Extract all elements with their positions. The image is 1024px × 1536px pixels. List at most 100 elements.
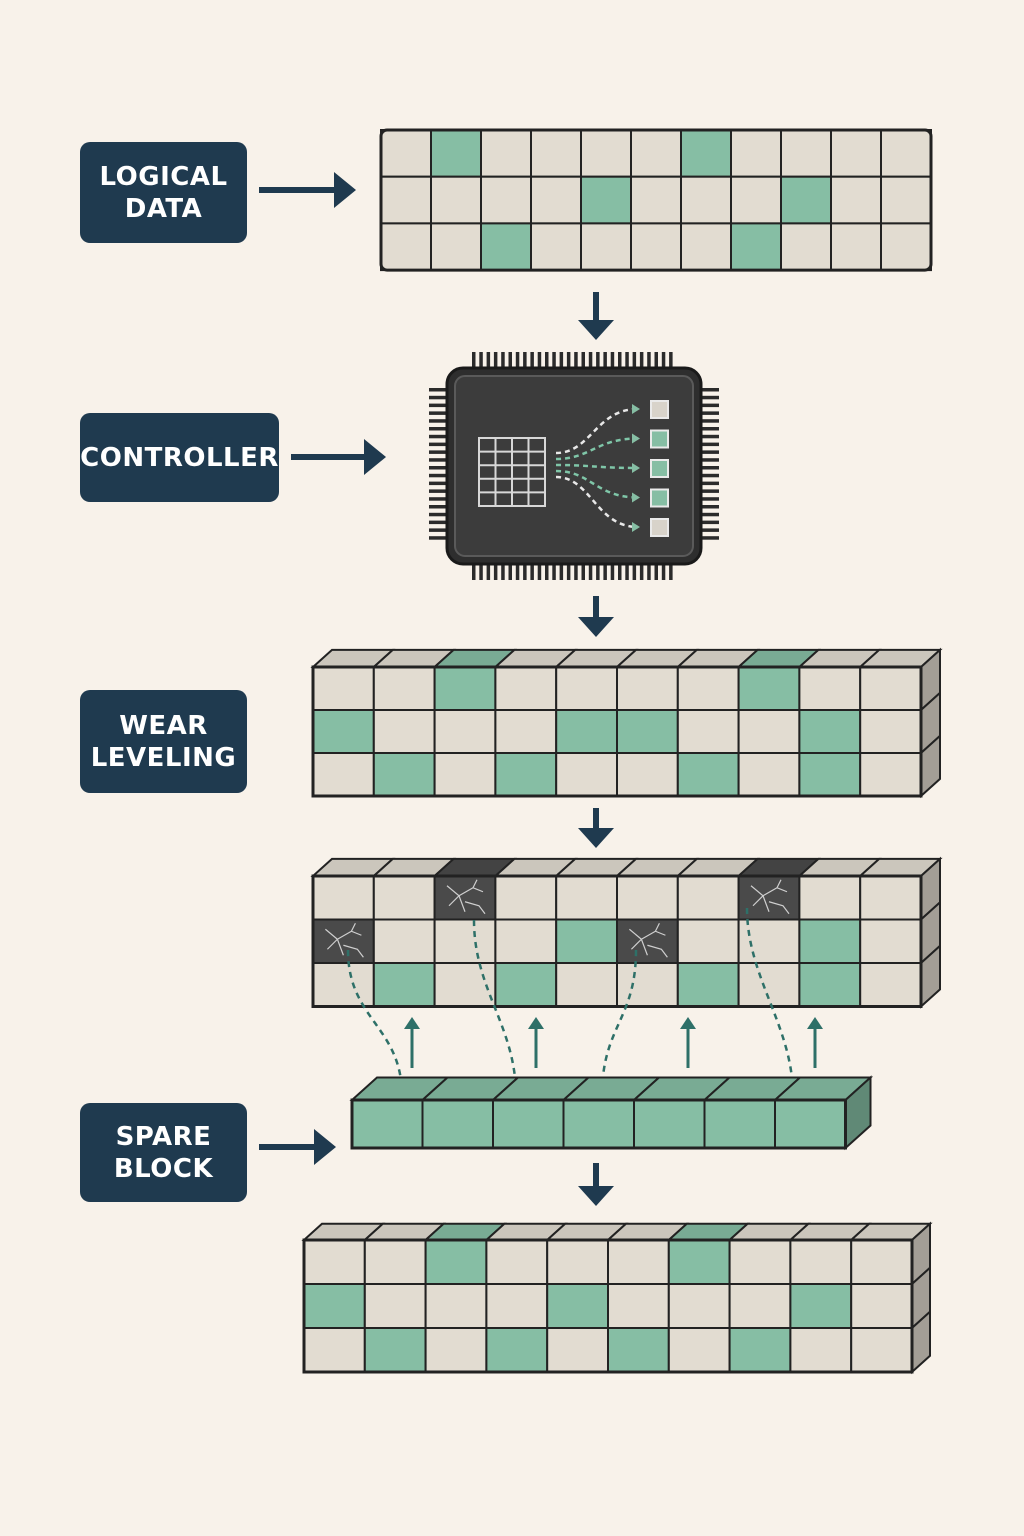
empty-cell	[555, 752, 619, 797]
data-cell	[494, 752, 558, 797]
empty-cell	[730, 129, 782, 178]
empty-cell	[789, 1327, 853, 1373]
empty-cell	[780, 129, 832, 178]
result-grid	[301, 1221, 933, 1375]
empty-cell	[555, 962, 619, 1008]
mapping-arrow	[555, 404, 640, 455]
arrow-right-icon	[259, 1129, 336, 1165]
worn-cell	[616, 918, 679, 964]
empty-cell	[372, 666, 436, 711]
data-cell	[372, 752, 436, 797]
data-cell	[798, 962, 862, 1008]
grid-border	[311, 874, 923, 1008]
data-cell	[798, 709, 862, 754]
empty-cell	[630, 129, 682, 178]
empty-cell	[859, 962, 923, 1008]
empty-cell	[363, 1239, 427, 1285]
mapping-arrow	[555, 433, 640, 461]
empty-cell	[616, 962, 679, 1008]
crack-icon	[446, 879, 486, 915]
data-cell	[667, 1239, 731, 1285]
wear-leveling-label: WEAR LEVELING	[80, 690, 247, 793]
empty-cell	[530, 129, 582, 178]
arrow-right-icon	[259, 172, 356, 208]
empty-cell	[630, 222, 682, 272]
data-cell	[676, 752, 740, 797]
data-cell	[562, 1099, 635, 1149]
empty-cell	[859, 875, 923, 921]
empty-cell	[616, 666, 679, 711]
empty-cell	[363, 1283, 427, 1329]
data-cell	[616, 709, 679, 754]
empty-cell	[433, 752, 497, 797]
empty-cell	[607, 1239, 670, 1285]
controller-label: CONTROLLER	[80, 413, 279, 502]
empty-cell	[676, 918, 740, 964]
empty-cell	[372, 918, 436, 964]
empty-cell	[480, 129, 532, 178]
remap-dashed-arrow	[602, 949, 638, 1096]
empty-cell	[737, 962, 801, 1008]
empty-cell	[303, 1239, 366, 1285]
remap-dashed-arrow	[472, 919, 516, 1096]
output-block-icon	[650, 429, 669, 449]
empty-cell	[494, 709, 558, 754]
empty-cell	[312, 666, 375, 711]
data-cell	[798, 918, 862, 964]
empty-cell	[737, 918, 801, 964]
empty-cell	[372, 875, 436, 921]
empty-cell	[372, 709, 436, 754]
data-cell	[780, 175, 832, 225]
empty-cell	[859, 709, 923, 754]
empty-cell	[830, 222, 882, 272]
data-cell	[789, 1283, 853, 1329]
worn-cell	[312, 918, 375, 964]
data-cell	[680, 129, 732, 178]
data-cell	[703, 1099, 776, 1149]
arrow-down-icon	[578, 292, 614, 340]
empty-cell	[494, 918, 558, 964]
data-cell	[480, 222, 532, 272]
empty-cell	[859, 918, 923, 964]
empty-cell	[546, 1239, 610, 1285]
output-block-icon	[650, 459, 669, 478]
empty-cell	[430, 175, 482, 225]
empty-cell	[312, 875, 375, 921]
data-cell	[485, 1327, 549, 1373]
mapping-arrow	[555, 462, 640, 473]
empty-cell	[850, 1239, 914, 1285]
output-block-icon	[650, 518, 669, 537]
empty-cell	[737, 709, 801, 754]
empty-cell	[494, 875, 558, 921]
empty-cell	[494, 666, 558, 711]
arrow-up-icon	[528, 1017, 544, 1068]
worn-cell	[433, 875, 497, 921]
output-block-icon	[650, 400, 669, 419]
empty-cell	[580, 129, 632, 178]
arrow-down-icon	[578, 1163, 614, 1206]
logical-data-label: LOGICAL DATA	[80, 142, 247, 243]
spare-block-grid	[349, 1075, 874, 1151]
output-block-icon	[650, 488, 669, 508]
arrow-up-icon	[807, 1017, 823, 1068]
empty-cell	[530, 175, 582, 225]
grid-border	[379, 128, 933, 272]
empty-cell	[485, 1239, 549, 1285]
data-cell	[730, 222, 782, 272]
empty-cell	[780, 222, 832, 272]
data-cell	[737, 666, 801, 711]
logical-data-grid	[379, 128, 933, 272]
data-cell	[421, 1099, 494, 1149]
data-cell	[607, 1327, 670, 1373]
data-cell	[798, 752, 862, 797]
data-cell	[312, 709, 375, 754]
empty-cell	[380, 222, 432, 272]
crack-icon	[750, 879, 790, 915]
data-cell	[494, 962, 558, 1008]
grid-border	[302, 1238, 914, 1374]
arrow-right-icon	[291, 439, 386, 475]
empty-cell	[680, 175, 732, 225]
data-cell	[430, 129, 482, 178]
empty-cell	[850, 1283, 914, 1329]
